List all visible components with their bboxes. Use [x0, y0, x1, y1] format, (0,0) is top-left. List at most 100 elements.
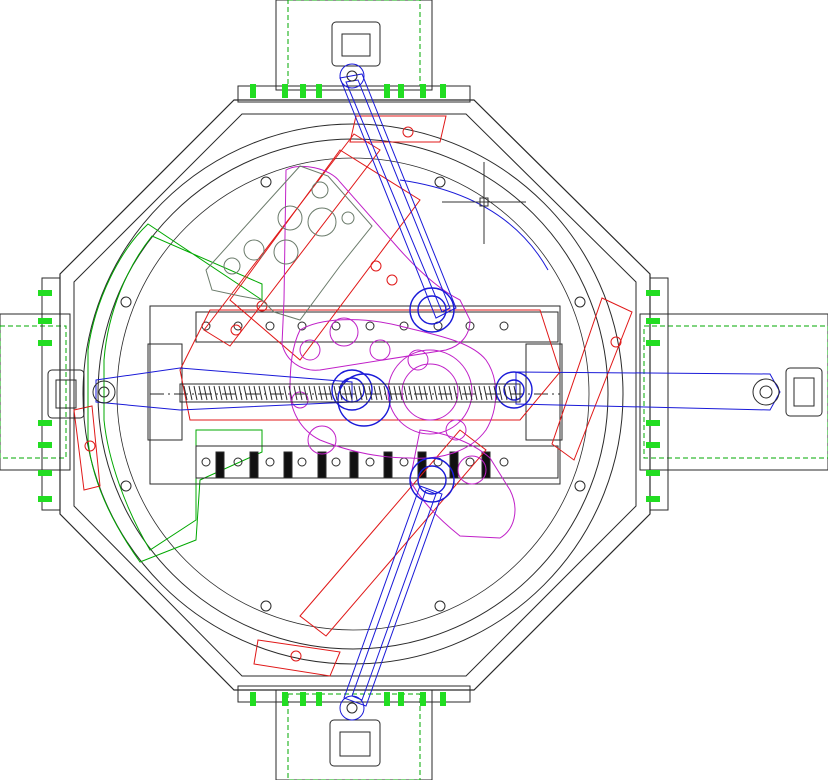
frame-hole	[399, 457, 409, 467]
red-hole	[230, 324, 242, 336]
spring-rod	[179, 383, 521, 403]
housing-ring-outer	[82, 123, 624, 665]
cam-ring	[369, 339, 391, 361]
spring-coil	[268, 385, 273, 401]
spring-coil	[438, 385, 443, 401]
dark-teeth	[215, 451, 491, 479]
spring-coils	[183, 385, 518, 401]
left-rail	[0, 313, 71, 471]
housing-bolts	[120, 176, 586, 612]
rack-tooth	[283, 451, 293, 479]
frame-hole	[499, 457, 509, 467]
spring-coil	[263, 385, 268, 401]
rod-ends	[47, 21, 823, 767]
clamp-mark	[250, 84, 256, 98]
spring-coil	[468, 385, 473, 401]
ghost-hole	[243, 239, 265, 261]
frame-hole	[201, 457, 211, 467]
spring-coil	[233, 385, 238, 401]
red-holes	[84, 126, 622, 662]
clamp-marks	[38, 84, 660, 706]
frame-hole	[331, 457, 341, 467]
spring-coil	[313, 385, 318, 401]
red-hole	[402, 126, 414, 138]
link-arm-left	[95, 367, 353, 411]
left-clamp-plate	[41, 277, 61, 511]
cam-ring	[407, 349, 429, 371]
clamp-mark	[38, 420, 52, 426]
clamp-mark	[420, 692, 426, 706]
cam-ring	[457, 455, 487, 485]
housing-bolt	[260, 600, 272, 612]
cam-ring	[299, 339, 321, 361]
spring-coil	[218, 385, 223, 401]
frame-hole	[265, 457, 275, 467]
spring-coil	[383, 385, 388, 401]
crosshair-cursor-icon[interactable]	[442, 162, 526, 244]
housing-bolt	[120, 296, 132, 308]
red-guide-bottom-tab	[253, 639, 341, 677]
frame-hole	[433, 457, 443, 467]
spring-coil	[378, 385, 383, 401]
spring-coil	[348, 385, 353, 401]
spring-coil	[448, 385, 453, 401]
frame-hole	[297, 321, 307, 331]
spring-coil	[328, 385, 333, 401]
spring-coil	[418, 385, 423, 401]
spring-coil	[473, 385, 478, 401]
rack-tooth	[249, 451, 259, 479]
clamp-mark	[440, 692, 446, 706]
rod-end-left	[47, 369, 116, 419]
spring-coil	[193, 385, 198, 401]
spring-coil	[203, 385, 208, 401]
spring-coil	[428, 385, 433, 401]
spring-coil	[293, 385, 298, 401]
spring-coil	[483, 385, 488, 401]
spring-coil	[333, 385, 338, 401]
pivot-ring	[417, 295, 447, 325]
spring-coil	[298, 385, 303, 401]
clamp-mark	[38, 290, 52, 296]
spring-coil	[248, 385, 253, 401]
clamp-mark	[646, 442, 660, 448]
green-arc-guide	[87, 223, 263, 563]
spring-coil	[228, 385, 233, 401]
right-clamp-plate	[649, 277, 669, 511]
spring-coil	[308, 385, 313, 401]
spring-coil	[373, 385, 378, 401]
slide-frame-bottom-rail	[195, 445, 559, 479]
spring-coil	[368, 385, 373, 401]
cam-plate-lower	[409, 429, 516, 539]
red-hole	[290, 650, 302, 662]
rack-tooth	[417, 451, 427, 479]
cam-ring	[329, 317, 359, 347]
housing-bolt	[434, 600, 446, 612]
frame-hole	[233, 457, 243, 467]
housing-bolt	[574, 296, 586, 308]
housing-ring-inner	[97, 138, 609, 650]
ghost-plate	[205, 165, 373, 321]
clamp-mark	[646, 470, 660, 476]
clamp-mark	[282, 692, 288, 706]
pivot-ring	[337, 373, 391, 427]
ghost-hole	[311, 181, 329, 199]
rack-tooth	[481, 451, 491, 479]
spring-coil	[513, 385, 518, 401]
clamp-mark	[384, 692, 390, 706]
clamp-mark	[316, 692, 322, 706]
pivot-ring	[331, 369, 373, 411]
right-rail	[639, 313, 828, 471]
left-rail-inner	[0, 325, 67, 459]
rod-end-top	[331, 21, 381, 89]
spring-coil	[443, 385, 448, 401]
cam-ring	[387, 349, 473, 435]
pivot-ring	[503, 379, 525, 401]
spring-coil	[243, 385, 248, 401]
frame-hole	[297, 457, 307, 467]
slide-frame-outer	[149, 305, 561, 485]
rack-tooth	[383, 451, 393, 479]
rack-tooth	[449, 451, 459, 479]
spring-coil	[423, 385, 428, 401]
clamp-mark	[420, 84, 426, 98]
